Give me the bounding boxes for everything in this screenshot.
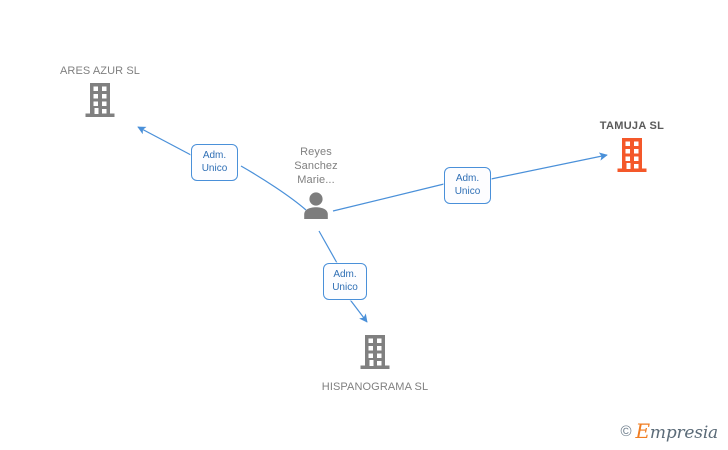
node-company-hispanograma[interactable]: HISPANOGRAMA SL [295, 334, 455, 394]
brand-rest: mpresia [649, 423, 718, 443]
building-icon [360, 334, 390, 375]
relation-chip-tamuja[interactable]: Adm. Unico [444, 167, 491, 204]
relation-chip-hispanograma[interactable]: Adm. Unico [323, 263, 367, 300]
copyright-icon: © [620, 423, 632, 440]
building-icon [617, 137, 647, 178]
watermark-empresia: © Empresia [620, 421, 718, 442]
node-label-person: Reyes Sanchez Marie... [294, 146, 338, 186]
brand-wordmark: Empresia [636, 421, 719, 442]
building-icon [85, 82, 115, 123]
node-company-ares-azur[interactable]: ARES AZUR SL [20, 64, 180, 123]
node-person-reyes-sanchez[interactable]: Reyes Sanchez Marie... [236, 145, 396, 224]
relation-chip-ares-azur[interactable]: Adm. Unico [191, 144, 238, 181]
person-icon [302, 191, 330, 224]
node-company-tamuja[interactable]: TAMUJA SL [552, 119, 712, 178]
brand-initial: E [635, 419, 651, 443]
node-label-tamuja: TAMUJA SL [599, 120, 665, 132]
node-label-ares-azur: ARES AZUR SL [59, 65, 141, 77]
node-label-hispanograma: HISPANOGRAMA SL [321, 381, 429, 393]
